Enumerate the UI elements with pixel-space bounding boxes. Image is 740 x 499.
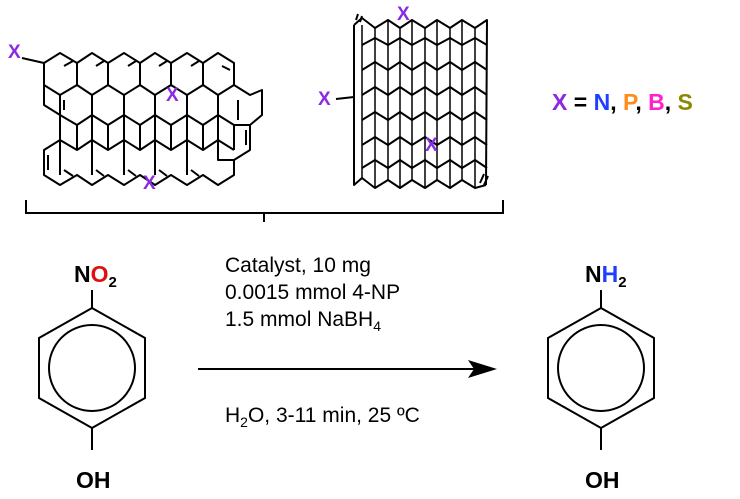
legend-p: P [623,89,638,115]
reaction-arrow [198,360,497,378]
heteroatom-marker: X [425,135,438,156]
reactant-4-nitrophenol: NO2 OH [38,261,146,493]
graphene-sheet [21,52,263,186]
hydroxyl-group: OH [585,467,620,493]
legend-b: B [648,89,665,115]
legend-comma: , [610,89,623,115]
condition-substrate: 0.0015 mmol 4-NP [225,281,400,304]
legend-equals: = [567,89,593,115]
nitro-group: NO2 [74,261,117,291]
legend-comma: , [665,89,678,115]
heteroatom-marker: X [318,89,331,110]
product-4-aminophenol: NH2 OH [547,261,655,493]
heteroatom-marker: X [166,85,179,106]
grouping-brace [25,200,504,222]
condition-solvent-time-temp: H2O, 3-11 min, 25 ºC [225,404,420,430]
heteroatom-legend: X = N, P, B, S [552,89,693,115]
legend-comma: , [635,89,648,115]
heteroatom-marker: X [8,42,21,63]
heteroatom-marker: X [143,173,156,194]
nanotube [335,13,489,189]
legend-x: X [552,89,568,115]
amino-group: NH2 [585,261,627,291]
legend-s: S [678,89,693,115]
hydroxyl-group: OH [76,467,111,493]
condition-catalyst: Catalyst, 10 mg [225,254,371,277]
heteroatom-marker: X [397,4,410,25]
legend-n: N [594,89,611,115]
condition-reductant: 1.5 mmol NaBH4 [225,308,381,334]
